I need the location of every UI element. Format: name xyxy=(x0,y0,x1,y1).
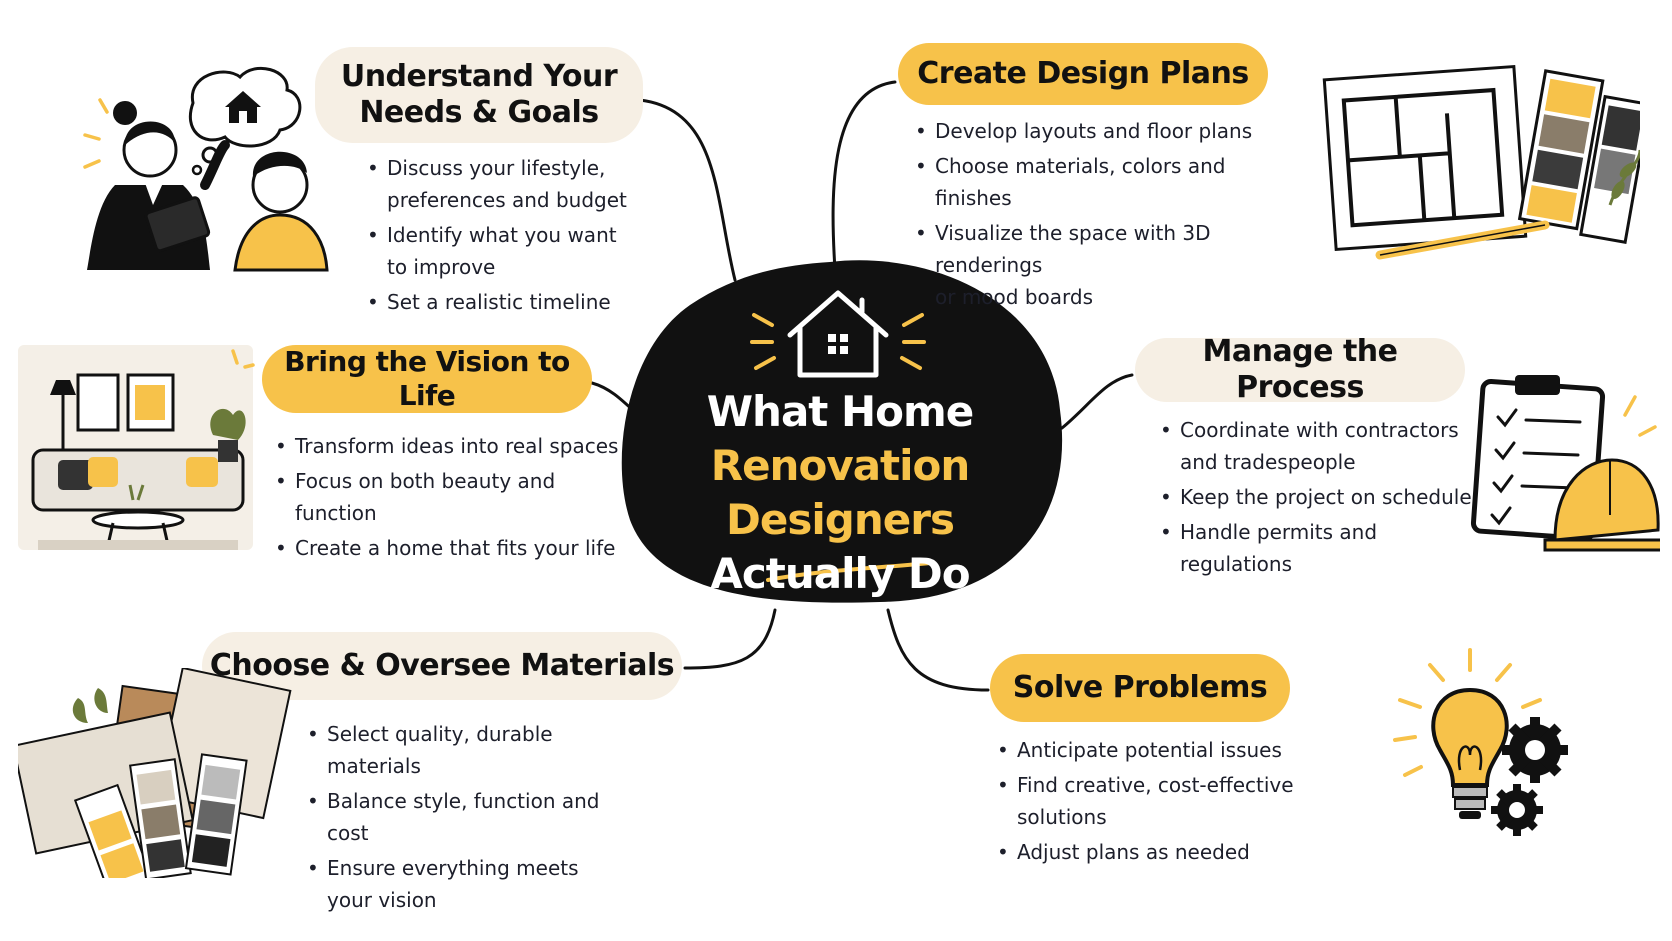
list-item: Handle permits and regulations xyxy=(1160,516,1490,580)
clipboard-hardhat-illustration xyxy=(1470,375,1660,552)
spark-lines xyxy=(750,313,926,370)
connector-manage xyxy=(1060,373,1134,430)
list-item: Discuss your lifestyle, preferences and … xyxy=(367,152,657,216)
house-icon xyxy=(787,290,889,378)
solve-title-pill: Solve Problems xyxy=(990,654,1290,722)
center-title-line1: What Home xyxy=(706,387,975,436)
list-item: Develop layouts and floor plans xyxy=(915,115,1305,147)
materials-title: Choose & Oversee Materials xyxy=(209,648,675,683)
create-title-pill: Create Design Plans xyxy=(898,43,1268,105)
list-item: Identify what you want to improve xyxy=(367,219,657,283)
list-item: Anticipate potential issues xyxy=(997,734,1387,766)
materials-bullets: Select quality, durable materials Balanc… xyxy=(307,718,637,919)
lightbulb-gears-illustration xyxy=(1393,648,1568,836)
center-title-line3: Actually Do xyxy=(710,549,970,598)
floor-plan-illustration xyxy=(1322,64,1640,260)
list-item: Keep the project on schedule xyxy=(1160,481,1490,513)
manage-title: Manage the Process xyxy=(1202,334,1398,405)
material-samples-illustration xyxy=(18,668,292,878)
list-item: Coordinate with contractors and tradespe… xyxy=(1160,414,1490,478)
list-item: Choose materials, colors and finishes xyxy=(915,150,1305,214)
list-item: Select quality, durable materials xyxy=(307,718,637,782)
connector-understand xyxy=(638,98,737,282)
solve-title: Solve Problems xyxy=(1012,670,1268,705)
list-item: Focus on both beauty and function xyxy=(275,465,625,529)
solve-bullets: Anticipate potential issues Find creativ… xyxy=(997,734,1387,871)
list-item: Adjust plans as needed xyxy=(997,836,1387,868)
list-item: Ensure everything meets your vision xyxy=(307,852,637,916)
list-item: Visualize the space with 3D renderings o… xyxy=(915,217,1305,313)
list-item: Balance style, function and cost xyxy=(307,785,637,849)
connector-create xyxy=(831,80,897,272)
list-item: Set a realistic timeline xyxy=(367,286,657,318)
connector-solve xyxy=(886,608,990,692)
connector-materials xyxy=(683,608,777,670)
vision-bullets: Transform ideas into real spaces Focus o… xyxy=(275,430,625,567)
list-item: Create a home that fits your life xyxy=(275,532,625,564)
understand-title: Understand Your Needs & Goals xyxy=(340,59,618,130)
list-item: Find creative, cost-effective solutions xyxy=(997,769,1387,833)
create-title: Create Design Plans xyxy=(917,56,1249,91)
list-item: Transform ideas into real spaces xyxy=(275,430,625,462)
vision-title-pill: Bring the Vision to Life xyxy=(262,345,592,413)
title-underline xyxy=(766,561,932,582)
living-room-illustration xyxy=(18,345,253,550)
manage-bullets: Coordinate with contractors and tradespe… xyxy=(1160,414,1490,583)
center-title-line2: Renovation Designers xyxy=(710,441,971,544)
vision-title: Bring the Vision to Life xyxy=(284,345,570,412)
center-blob xyxy=(621,260,1063,603)
understand-bullets: Discuss your lifestyle, preferences and … xyxy=(367,152,657,321)
consultation-illustration xyxy=(83,66,329,272)
center-title: What Home Renovation Designers Actually … xyxy=(620,385,1060,601)
create-bullets: Develop layouts and floor plans Choose m… xyxy=(915,115,1305,316)
understand-title-pill: Understand Your Needs & Goals xyxy=(315,47,643,143)
manage-title-pill: Manage the Process xyxy=(1135,334,1465,405)
vision-spark-icon xyxy=(231,349,255,369)
